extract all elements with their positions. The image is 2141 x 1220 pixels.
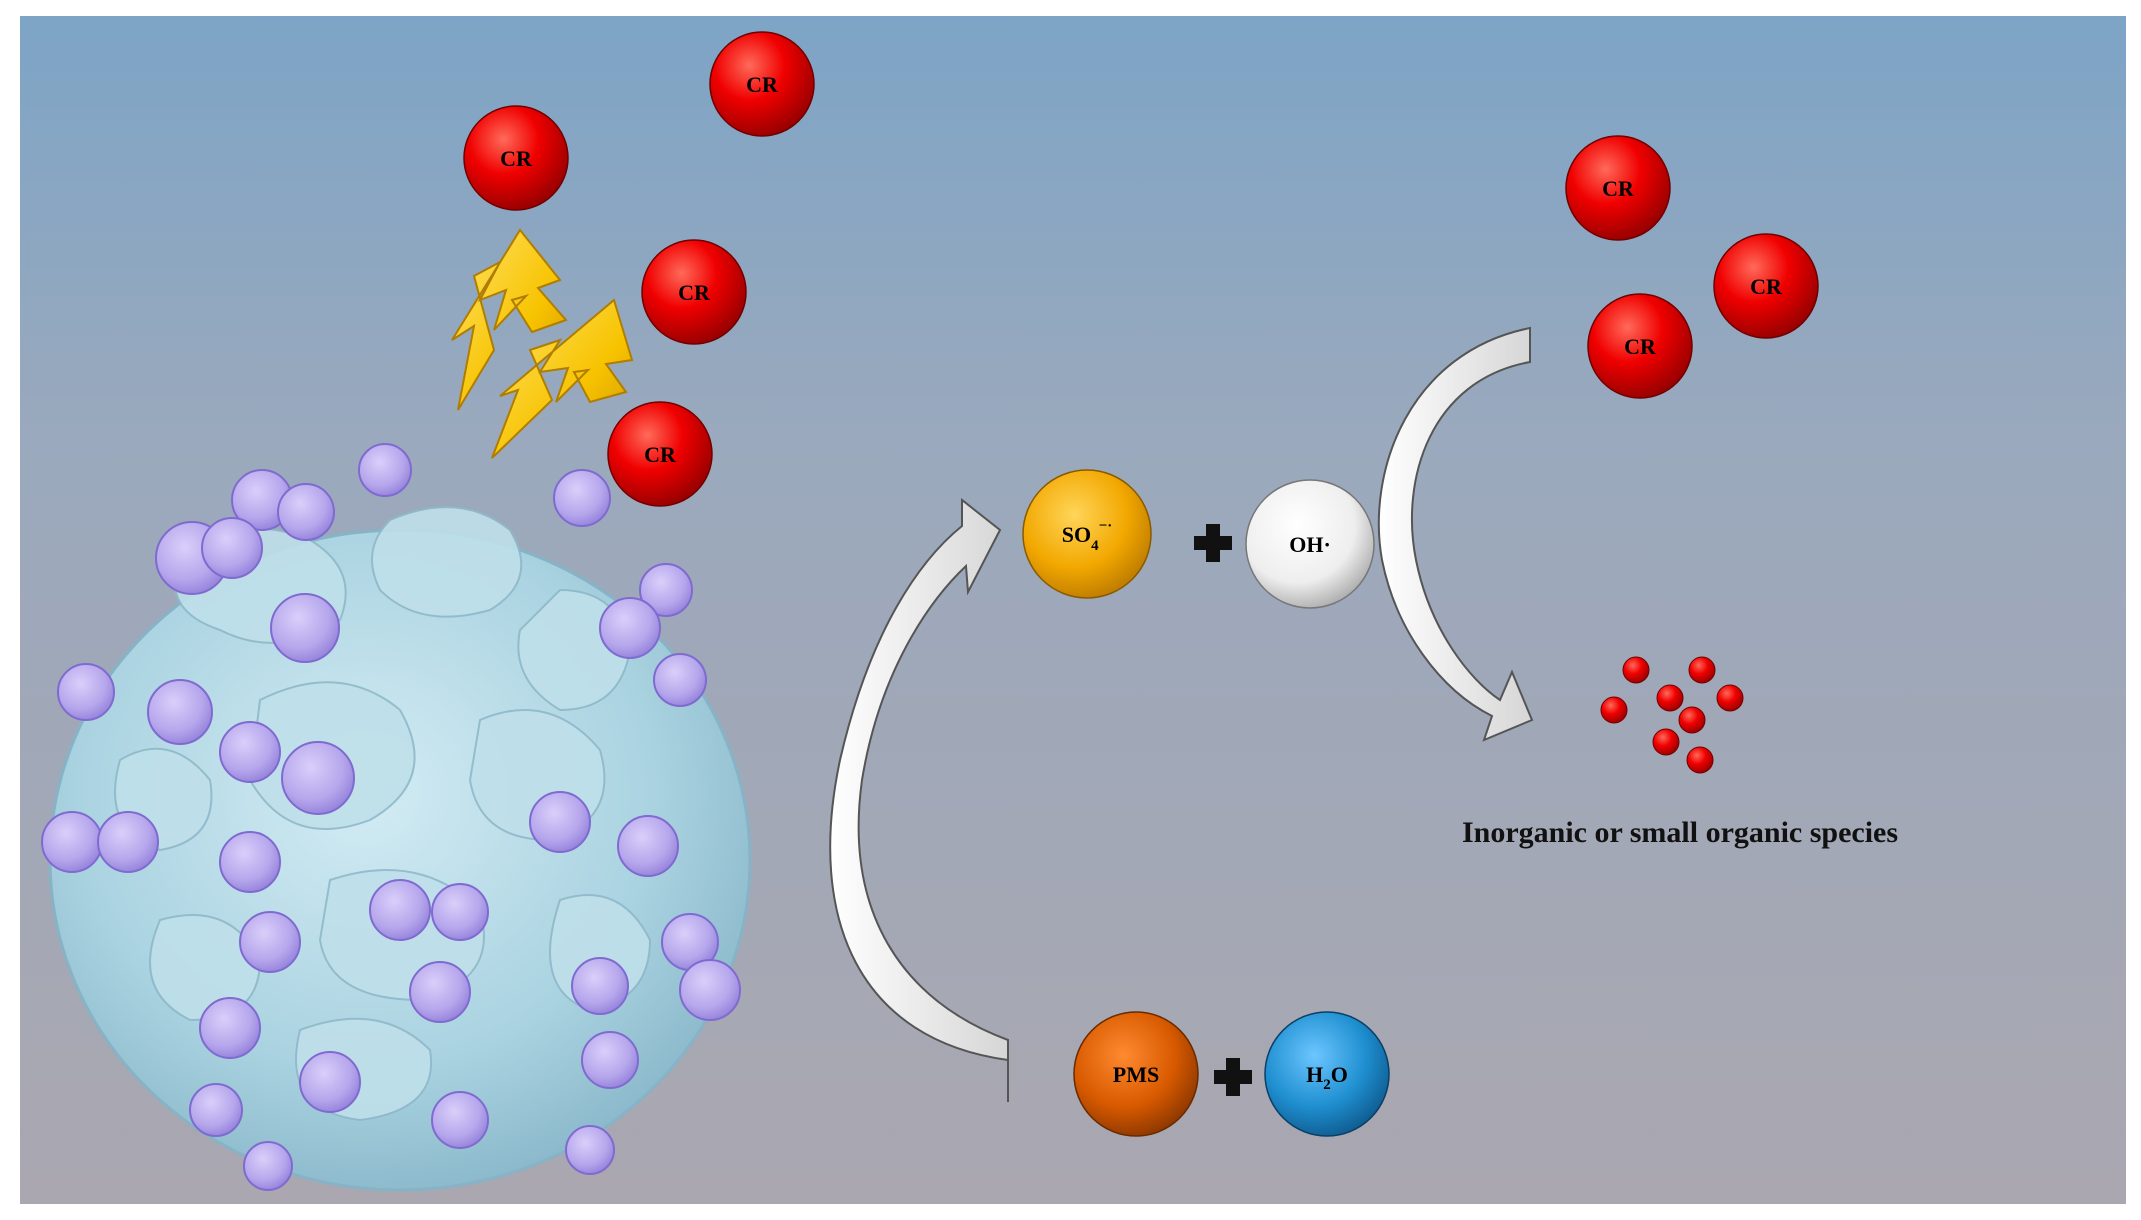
cr-label-6: CR [1750, 274, 1783, 299]
product-particle [1656, 684, 1684, 712]
hydroxyl-radical-molecule: OH· [1245, 479, 1375, 609]
regeneration-arrow [829, 497, 1009, 1102]
cr-label-1: CR [500, 146, 533, 171]
cr-label-5: CR [1602, 176, 1635, 201]
product-particle [1688, 656, 1716, 684]
cr-label-4: CR [644, 442, 677, 467]
plus-icon [1194, 524, 1232, 562]
water-label: H2O [1306, 1062, 1348, 1093]
cr-label-2: CR [746, 72, 779, 97]
cr-molecule-3: CR [641, 239, 747, 345]
pms-label: PMS [1113, 1062, 1159, 1087]
pms-molecule: PMS [1073, 1011, 1199, 1137]
hydroxyl-radical-label: OH· [1289, 532, 1331, 557]
plus-icon-2 [1214, 1058, 1252, 1096]
product-particle [1716, 684, 1744, 712]
water-molecule: H2O [1264, 1011, 1390, 1137]
sulfate-radical-molecule: SO4−· [1022, 469, 1152, 599]
cr-molecule-5: CR [1565, 135, 1671, 241]
lightning-icon [451, 228, 634, 459]
cr-molecule-7: CR [1587, 293, 1693, 399]
cr-molecule-1: CR [463, 105, 569, 211]
product-particle [1600, 696, 1628, 724]
product-particle [1678, 706, 1706, 734]
product-particle [1652, 728, 1680, 756]
catalyst-particle-image [41, 443, 752, 1192]
product-particle [1686, 746, 1714, 774]
product-particles [1600, 656, 1744, 774]
cr-molecule-6: CR [1713, 233, 1819, 339]
cr-molecule-2: CR [709, 31, 815, 137]
degradation-arrow [1377, 326, 1534, 742]
cr-label-7: CR [1624, 334, 1657, 359]
cr-label-3: CR [678, 280, 711, 305]
product-particle [1622, 656, 1650, 684]
cr-molecule-4: CR [607, 401, 713, 507]
sulfate-radical-label: SO4−· [1062, 518, 1112, 554]
products-caption: Inorganic or small organic species [1462, 816, 1898, 849]
